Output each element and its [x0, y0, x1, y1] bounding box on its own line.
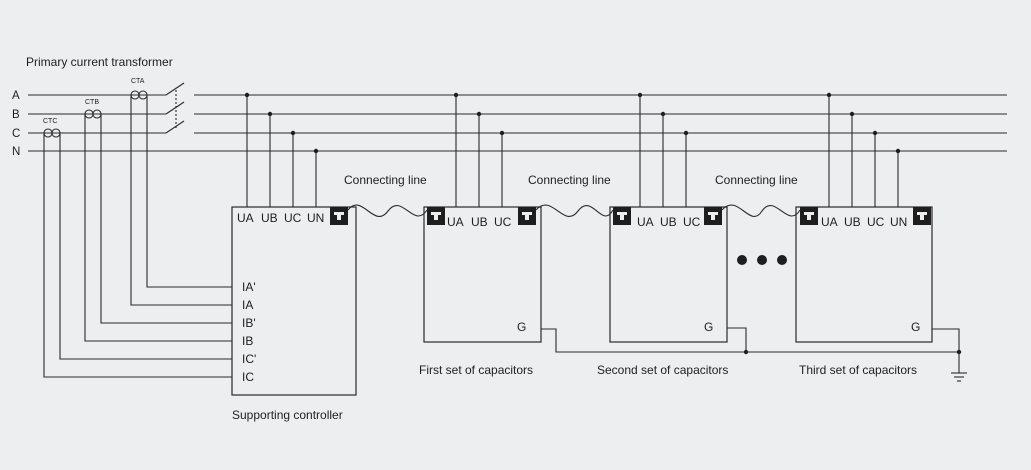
- group1-caption: First set of capacitors: [419, 363, 533, 377]
- current-transformer-ctb: CTB: [84, 99, 102, 119]
- group2-terminal-uc: UC: [683, 215, 701, 229]
- group1-terminal-ub: UB: [471, 215, 488, 229]
- phase-label-a: A: [12, 90, 20, 102]
- comm-port-icon: [913, 207, 931, 225]
- ellipsis-icon: [737, 255, 787, 265]
- phase-label-n: N: [12, 146, 20, 158]
- group2-terminal-ub: UB: [660, 215, 677, 229]
- capacitor-group-3: UA UB UC UN G: [795, 206, 933, 343]
- cta-label: CTA: [131, 78, 145, 85]
- ctb-label: CTB: [85, 99, 99, 106]
- group2-caption: Second set of capacitors: [597, 363, 728, 377]
- comm-port-icon: [800, 207, 818, 225]
- controller-terminal-uc: UC: [284, 211, 302, 225]
- controller-input-ib-prime: IB': [242, 316, 256, 330]
- controller-terminal-ua: UA: [237, 211, 254, 225]
- connecting-cable-2: [535, 204, 614, 218]
- group3-terminal-ub: UB: [844, 215, 861, 229]
- controller-input-ia: IA: [242, 298, 253, 312]
- group3-voltage-taps: [826, 92, 901, 207]
- group1-ground-terminal: G: [517, 320, 526, 334]
- breaker-switch: [165, 82, 185, 134]
- controller-terminal-un: UN: [307, 211, 324, 225]
- group3-terminal-ua: UA: [821, 215, 838, 229]
- current-transformer-ctc: CTC: [43, 118, 61, 138]
- bus-left: [28, 94, 1007, 152]
- comm-port-icon: [613, 207, 631, 225]
- group3-terminal-un: UN: [890, 215, 907, 229]
- current-transformer-cta: CTA: [130, 78, 148, 100]
- controller-input-ic-prime: IC': [242, 352, 256, 366]
- comm-port-icon: [427, 207, 445, 225]
- ground-icon: [951, 372, 967, 382]
- group2-terminal-ua: UA: [637, 215, 654, 229]
- connecting-line-label-1: Connecting line: [344, 173, 427, 187]
- group3-terminal-uc: UC: [867, 215, 885, 229]
- phase-label-c: C: [12, 128, 20, 140]
- connecting-cable-1: [347, 204, 428, 218]
- controller-terminal-ub: UB: [261, 211, 278, 225]
- connecting-cable-3: [721, 204, 801, 218]
- group3-ground-terminal: G: [911, 320, 920, 334]
- controller-voltage-taps: [244, 92, 319, 207]
- group3-caption: Third set of capacitors: [799, 363, 917, 377]
- capacitor-group-2: UA UB UC G: [609, 206, 728, 343]
- phase-label-b: B: [12, 109, 20, 121]
- capacitor-group-1: UA UB UC G: [423, 206, 542, 343]
- ct-secondary-wires: [43, 95, 232, 378]
- ctc-label: CTC: [43, 118, 57, 125]
- comm-port-icon: [330, 207, 348, 225]
- group1-terminal-uc: UC: [494, 215, 512, 229]
- diagram-title: Primary current transformer: [26, 55, 173, 69]
- ground-wiring: [541, 327, 962, 373]
- controller-input-ic: IC: [242, 370, 254, 384]
- controller-input-ia-prime: IA': [242, 280, 256, 294]
- connecting-line-label-2: Connecting line: [528, 173, 611, 187]
- supporting-controller: UA UB UC UN IA' IA IB' IB IC' IC: [231, 206, 357, 396]
- comm-port-icon: [704, 207, 722, 225]
- group2-voltage-taps: [637, 92, 689, 207]
- connecting-line-label-3: Connecting line: [715, 173, 798, 187]
- bus-right: [194, 94, 1007, 134]
- group1-terminal-ua: UA: [447, 215, 464, 229]
- group1-voltage-taps: [453, 92, 505, 207]
- controller-input-ib: IB: [242, 334, 253, 348]
- comm-port-icon: [518, 207, 536, 225]
- group2-ground-terminal: G: [704, 320, 713, 334]
- controller-caption: Supporting controller: [232, 408, 343, 422]
